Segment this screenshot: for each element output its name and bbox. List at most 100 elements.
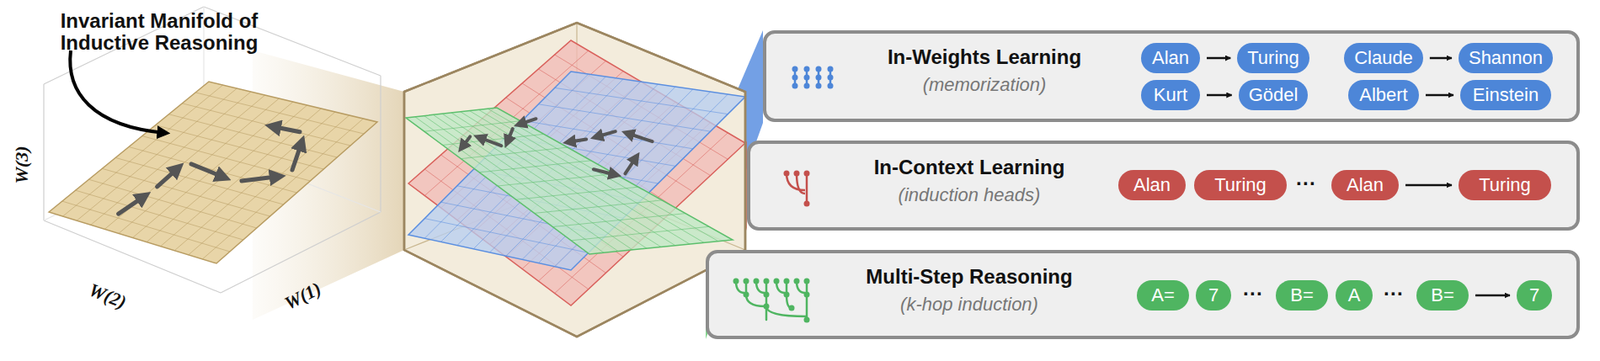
ellipsis: ··· (1383, 282, 1404, 306)
icon-dot (792, 74, 799, 81)
icon-dot (804, 278, 811, 285)
token-text: B= (1430, 284, 1455, 307)
ellipsis: ··· (1296, 171, 1317, 196)
ellipsis: ··· (1242, 282, 1264, 306)
grid-line (174, 112, 336, 251)
icon-dot (784, 170, 790, 177)
trajectory-arrow (626, 133, 653, 142)
token-pill: A (1335, 280, 1373, 311)
icon-stroke (776, 281, 785, 294)
token-text: Claude (1354, 47, 1414, 70)
trajectory-arrow (241, 176, 280, 182)
token-text: Kurt (1153, 84, 1188, 107)
token-pill: Alan (1118, 170, 1186, 201)
token-text: Einstein (1472, 84, 1539, 107)
mapping-arrow (1475, 294, 1510, 298)
icon-dot (733, 278, 740, 285)
token-text: 7 (1208, 284, 1219, 307)
icon-stroke (736, 281, 745, 294)
icon-dot (804, 317, 811, 324)
token-text: Turing (1247, 47, 1300, 70)
token-pill: Turing (1194, 170, 1287, 201)
token-text: A (1348, 284, 1361, 307)
panel-subtitle: (induction heads) (898, 184, 1041, 207)
token-pill: Turing (1237, 42, 1310, 74)
token-pill: Alan (1141, 42, 1200, 74)
grid-line (570, 226, 710, 241)
grid-line (424, 116, 619, 252)
token-pill: 7 (1195, 280, 1232, 311)
icon-stroke (829, 69, 832, 86)
grid-line (188, 115, 350, 256)
panel-subtitle: (memorization) (922, 74, 1047, 96)
panel-heading: Multi-Step Reasoning (865, 265, 1072, 289)
icon-stroke (745, 281, 748, 295)
trajectory-arrow (593, 169, 617, 176)
icon-dot (743, 292, 750, 299)
icon-stroke (756, 281, 765, 294)
icon-dot (792, 83, 799, 90)
grid-line (195, 92, 364, 134)
trajectory-arrow (506, 128, 513, 144)
icon-stroke (746, 294, 765, 307)
mapping-arrow (1429, 57, 1452, 60)
grid-line (432, 114, 633, 251)
callout-arrow (69, 50, 166, 134)
trajectory-arrow (595, 131, 616, 138)
icon-dot (816, 74, 822, 81)
trajectory-arrow (157, 167, 180, 187)
method-panel: Multi-Step Reasoning(k-hop induction)A=7… (705, 250, 1580, 340)
grid-line (442, 113, 647, 249)
icon-dot (804, 201, 811, 208)
icon-dot (794, 278, 800, 285)
mapping-arrow (1206, 57, 1231, 60)
grid-line (552, 213, 686, 228)
icon-dot (763, 278, 770, 285)
token-pill: Shannon (1458, 42, 1553, 74)
token-text: Alan (1152, 47, 1190, 70)
icon-stroke (796, 173, 806, 194)
trajectory-arrow (271, 126, 300, 133)
token-pill: B= (1416, 280, 1469, 311)
icon-dot (763, 304, 770, 310)
icon-dot (804, 74, 811, 81)
icon-stroke (805, 69, 809, 86)
panel-heading: In-Weights Learning (887, 45, 1082, 70)
figure-title: Invariant Manifold of Inductive Reasonin… (37, 10, 282, 54)
icon-stroke (765, 294, 768, 320)
cube-outline (404, 22, 746, 337)
token-text: Shannon (1468, 47, 1543, 70)
icon-dot (804, 292, 811, 299)
icon-stroke (796, 281, 806, 294)
trajectory-arrow (567, 139, 587, 143)
token-text: Turing (1214, 174, 1267, 197)
token-text: A= (1151, 284, 1175, 307)
icon-stroke (786, 173, 806, 191)
icon-stroke (817, 69, 821, 86)
trajectory-arrow (518, 118, 536, 125)
trajectory-arrow (191, 164, 225, 178)
panel-heading: In-Context Learning (874, 155, 1066, 180)
icon-dot (816, 66, 822, 73)
token-text: Gödel (1248, 84, 1299, 107)
trajectory-arrow (118, 195, 146, 214)
grid-line (478, 109, 704, 243)
mapping-arrow (1405, 184, 1452, 187)
icon-stroke (785, 281, 789, 295)
token-text: Alan (1133, 174, 1171, 197)
icon-stroke (786, 294, 792, 309)
grid-line (155, 125, 325, 170)
token-text: Albert (1359, 84, 1408, 107)
token-pill: Alan (1331, 170, 1399, 201)
cube-outline (404, 22, 746, 337)
token-text: Turing (1478, 174, 1531, 197)
icon-stroke (805, 281, 809, 295)
token-text: Alan (1346, 174, 1384, 197)
icon-stroke (766, 306, 807, 317)
token-pill: Kurt (1141, 80, 1200, 111)
grid-line (487, 108, 719, 242)
method-panel: In-Context Learning (induction heads) Alan… (746, 140, 1580, 231)
trajectory-arrow (624, 156, 637, 174)
grid-line (469, 111, 690, 246)
